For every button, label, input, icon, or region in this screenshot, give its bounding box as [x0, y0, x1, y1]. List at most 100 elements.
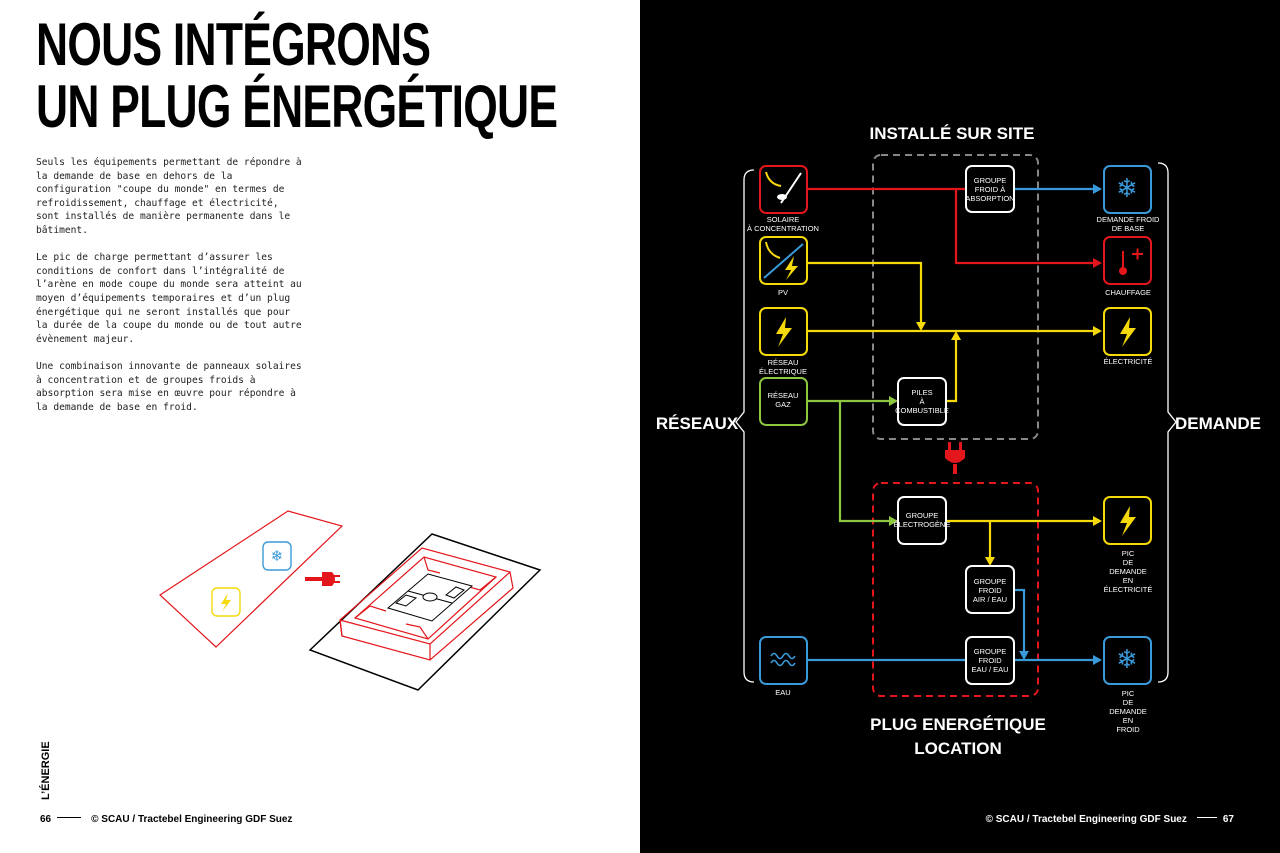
reseau-elec-label-1: RÉSEAU [768, 358, 799, 367]
installed-label: INSTALLÉ SUR SITE [870, 124, 1035, 143]
flow-pv [807, 261, 923, 324]
lightning-icon [1120, 317, 1136, 347]
froid-base-label-2: DE BASE [1112, 224, 1145, 233]
absorption-label-2: FROID À [975, 185, 1005, 194]
arrow-head [1093, 258, 1102, 268]
right-page: SOLAIRE À CONCENTRATION PV RÉSEAU ÉLECTR… [640, 0, 1280, 853]
thermometer-icon [1119, 248, 1143, 275]
page-number: 67 [1222, 814, 1234, 825]
pic-froid-label-2: DE [1123, 698, 1133, 707]
froid-air-label-1: GROUPE [974, 577, 1007, 586]
energy-flow-diagram: SOLAIRE À CONCENTRATION PV RÉSEAU ÉLECTR… [656, 124, 1261, 758]
arrow-head [889, 396, 898, 406]
pic-elec-label-3: DEMANDE [1109, 567, 1147, 576]
piles-label-3: COMBUSTIBLE [895, 406, 949, 415]
paragraph: Une combinaison innovante de panneaux so… [36, 360, 302, 413]
reseau-gaz-node[interactable]: RÉSEAU GAZ [759, 377, 808, 426]
pic-elec-node[interactable]: PIC DE DEMANDE EN ÉLECTRICITÉ [1103, 496, 1153, 594]
groupe-absorption-node[interactable]: GROUPE FROID À ABSORPTION [965, 165, 1015, 213]
stadium-illustration: ❄ [159, 510, 542, 691]
pic-elec-label-4: EN [1123, 576, 1133, 585]
pic-froid-label-1: PIC [1122, 689, 1135, 698]
arrow-head [985, 557, 995, 566]
reseaux-brace [735, 169, 755, 683]
chauffage-node[interactable]: CHAUFFAGE [1103, 236, 1152, 297]
froid-eau-node[interactable]: GROUPE FROID EAU / EAU [965, 636, 1015, 685]
flow-gaz-to-electrogene [838, 401, 892, 523]
pv-label: PV [778, 288, 788, 297]
froid-base-label-1: DEMANDE FROID [1097, 215, 1161, 224]
froid-air-node[interactable]: GROUPE FROID AIR / EAU [965, 565, 1015, 614]
eau-node[interactable]: EAU [759, 636, 808, 697]
plug-icon [305, 572, 340, 586]
pic-froid-label-5: FROID [1116, 725, 1140, 734]
title-line-2: UN PLUG ÉNERGÉTIQUE [36, 73, 558, 140]
snowflake-icon: ❄ [1116, 645, 1138, 675]
solaire-label-1: SOLAIRE [767, 215, 800, 224]
flow-froid-air [1014, 588, 1026, 653]
lightning-icon [1120, 506, 1136, 536]
electrogene-label-1: GROUPE [906, 511, 939, 520]
froid-eau-label-2: FROID [978, 656, 1002, 665]
page-title: NOUS INTÉGRONS UN PLUG ÉNERGÉTIQUE [36, 11, 558, 140]
left-page: NOUS INTÉGRONS UN PLUG ÉNERGÉTIQUE Seuls… [36, 11, 559, 825]
piles-label-1: PILES [911, 388, 932, 397]
pic-elec-label-1: PIC [1122, 549, 1135, 558]
snowflake-icon: ❄ [1116, 174, 1138, 204]
eau-label: EAU [775, 688, 790, 697]
solaire-node[interactable]: SOLAIRE À CONCENTRATION [747, 165, 819, 233]
footer-rule [57, 817, 82, 819]
pic-froid-label-4: EN [1123, 716, 1133, 725]
pv-node[interactable]: PV [759, 236, 808, 297]
froid-eau-label-1: GROUPE [974, 647, 1007, 656]
reseaux-label: RÉSEAUX [656, 414, 739, 433]
pic-elec-label-5: ÉLECTRICITÉ [1104, 585, 1153, 594]
demande-brace [1157, 162, 1177, 683]
reseau-gaz-label-2: GAZ [775, 400, 791, 409]
froid-eau-label-3: EAU / EAU [971, 665, 1008, 674]
reseau-gaz-label-1: RÉSEAU [768, 391, 799, 400]
football-field [386, 573, 474, 622]
plug-label-1: PLUG ENERGÉTIQUE [870, 715, 1046, 734]
installed-zone [872, 154, 1039, 440]
arrow-head [1093, 655, 1102, 665]
reseau-elec-label-2: ÉLECTRIQUE [759, 367, 807, 376]
arrow-head [1019, 651, 1029, 660]
chauffage-label: CHAUFFAGE [1105, 288, 1151, 297]
footer-left: 66© SCAU / Tractebel Engineering GDF Sue… [40, 814, 292, 825]
arrow-head [889, 516, 898, 526]
arrow-head [1093, 184, 1102, 194]
plug-panel [159, 510, 344, 648]
section-side-label: L’ÉNERGIE [40, 741, 52, 800]
plug-icon [945, 442, 965, 474]
flow-to-chauffage [954, 189, 1096, 265]
plug-label-2: LOCATION [914, 739, 1002, 758]
stadium [339, 547, 514, 661]
pic-elec-label-2: DE [1123, 558, 1133, 567]
snowflake-icon: ❄ [262, 541, 292, 571]
svg-text:❄: ❄ [271, 547, 284, 565]
reseau-elec-node[interactable]: RÉSEAU ÉLECTRIQUE [759, 307, 808, 376]
credit-text: © SCAU / Tractebel Engineering GDF Suez [91, 814, 293, 825]
body-text: Seuls les équipements permettant de répo… [36, 156, 306, 428]
arrow-head [951, 331, 961, 340]
electrogene-node[interactable]: GROUPE ÉLECTROGÈNE [894, 496, 951, 545]
demande-label: DEMANDE [1175, 414, 1261, 433]
paragraph: Le pic de charge permettant d’assurer le… [36, 252, 302, 345]
froid-base-node[interactable]: ❄ DEMANDE FROID DE BASE [1097, 165, 1161, 233]
pic-froid-node[interactable]: ❄ PIC DE DEMANDE EN FROID [1103, 636, 1152, 734]
arrow-head [916, 322, 926, 331]
title-line-1: NOUS INTÉGRONS [36, 11, 431, 78]
footer-right: © SCAU / Tractebel Engineering GDF Suez 6… [986, 814, 1234, 825]
absorption-label-3: ABSORPTION [965, 194, 1014, 203]
absorption-label-1: GROUPE [974, 176, 1007, 185]
paragraph: Seuls les équipements permettant de répo… [36, 157, 302, 236]
solaire-label-2: À CONCENTRATION [747, 224, 819, 233]
electricite-node[interactable]: ÉLECTRICITÉ [1103, 307, 1153, 366]
arrow-head [1093, 516, 1102, 526]
piles-node[interactable]: PILES À COMBUSTIBLE [895, 377, 949, 426]
lightning-icon [211, 587, 241, 617]
froid-air-label-2: FROID [978, 586, 1002, 595]
footer-rule [1196, 817, 1217, 819]
credit-text: © SCAU / Tractebel Engineering GDF Suez [985, 814, 1187, 825]
